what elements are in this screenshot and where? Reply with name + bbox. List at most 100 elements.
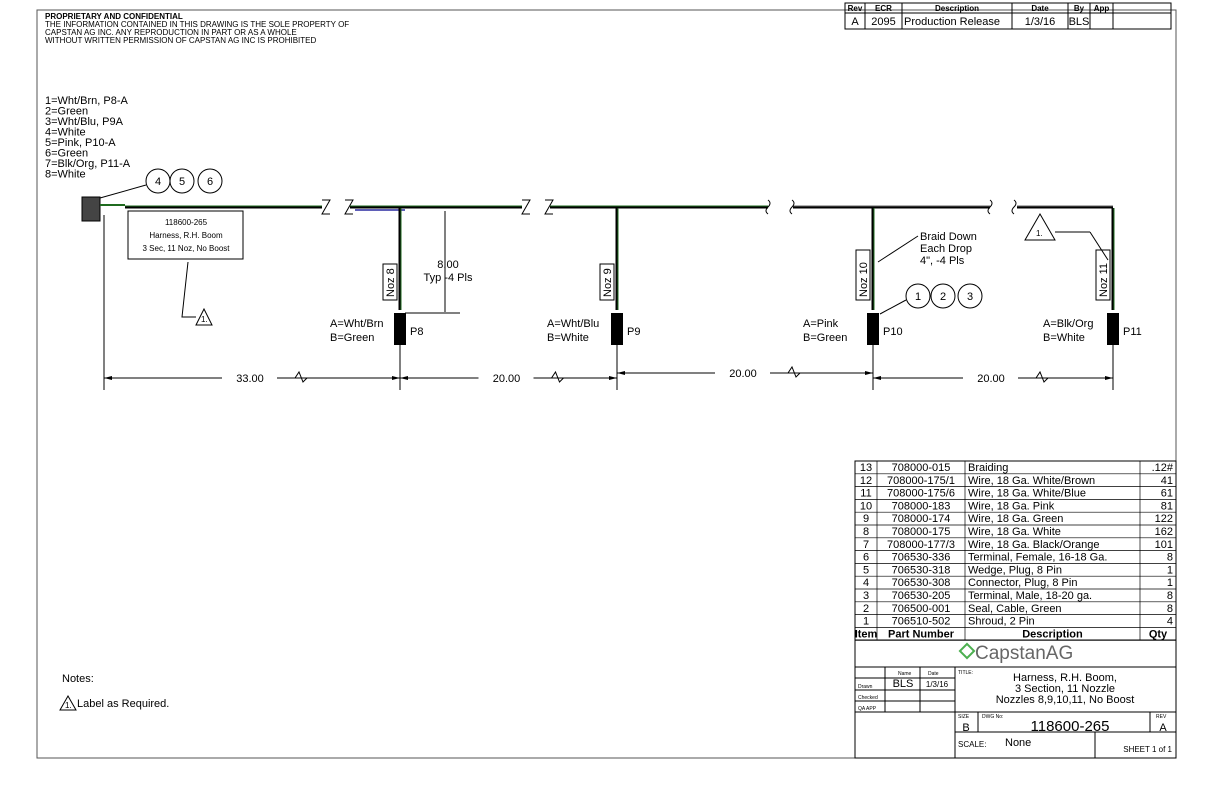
bom-header: Part Number — [888, 628, 955, 640]
bom-part: 706530-318 — [892, 564, 951, 576]
dim-break — [287, 370, 317, 383]
rev-cell: Production Release — [904, 16, 1000, 28]
dim-text: 20.00 — [493, 373, 521, 385]
item-balloon — [905, 283, 931, 309]
braid-note: Braid Down — [920, 231, 977, 243]
tb-label: SIZE — [958, 714, 970, 720]
bom-part: 708000-175/6 — [887, 488, 955, 500]
bom-desc: Seal, Cable, Green — [968, 603, 1062, 615]
header-line: THE INFORMATION CONTAINED IN THIS DRAWIN… — [45, 20, 349, 29]
break-mark — [544, 199, 554, 215]
pinout-item: 6=Green — [45, 148, 88, 160]
balloon-number: 1 — [915, 291, 921, 303]
plug-label: P11 — [1123, 326, 1142, 338]
bom-desc: Wire, 18 Ga. Green — [968, 513, 1063, 525]
dim-text: 8.00 — [437, 259, 458, 271]
dim-break — [1028, 370, 1058, 383]
pinout-item: 4=White — [45, 127, 86, 139]
noz-label-text: Noz 10 — [858, 262, 870, 297]
notes: Notes: 1. Label as Required. — [59, 673, 169, 711]
item-balloon — [930, 283, 956, 309]
bom-item: 1 — [863, 616, 869, 628]
pin-b-label: B=White — [547, 332, 589, 344]
line — [1089, 231, 1109, 261]
label-box-line: 3 Sec, 11 Noz, No Boost — [142, 244, 230, 253]
bom-part: 706530-308 — [892, 577, 951, 589]
drawing-title: Nozzles 8,9,10,11, No Boost — [996, 694, 1135, 706]
header-line: PROPRIETARY AND CONFIDENTIAL — [45, 12, 183, 21]
bom-part: 708000-174 — [892, 513, 951, 525]
bom-qty: 8 — [1167, 552, 1173, 564]
note-flag-icon — [195, 307, 213, 326]
bom-desc: Wire, 18 Ga. White/Blue — [968, 488, 1086, 500]
bom-part: 708000-177/3 — [887, 539, 955, 551]
plug-label: P10 — [883, 326, 903, 338]
pin-b-label: B=Green — [330, 332, 374, 344]
nozzle-plug — [611, 313, 623, 345]
bom-item: 10 — [860, 500, 872, 512]
break-mark — [765, 199, 795, 215]
bom-part: 708000-175/1 — [887, 475, 955, 487]
bom-desc: Connector, Plug, 8 Pin — [968, 577, 1077, 589]
nozzle-plug — [394, 313, 406, 345]
bom-header: Description — [1022, 628, 1083, 640]
tb-label: Drawn — [858, 684, 873, 690]
main-connector — [81, 196, 101, 222]
notes-title: Notes: — [62, 673, 94, 685]
bom-qty: 8 — [1167, 603, 1173, 615]
tb-frame — [854, 639, 1177, 759]
pinout-item: 7=Blk/Org, P11-A — [45, 158, 131, 170]
rev-header: Rev — [848, 4, 863, 13]
pinout-item: 5=Pink, P10-A — [45, 137, 116, 149]
bom-qty: 1 — [1167, 564, 1173, 576]
noz-label-box — [1095, 249, 1111, 301]
bom-qty: 81 — [1161, 500, 1173, 512]
bom-desc: Terminal, Female, 16-18 Ga. — [968, 552, 1107, 564]
note-flag-icon — [59, 694, 77, 711]
braid-note: Each Drop — [920, 243, 972, 255]
break-mark — [521, 199, 531, 215]
noz-label: Noz 11 — [1095, 249, 1111, 301]
noz-label: Noz 9 — [599, 263, 615, 301]
bom-part: 708000-015 — [892, 462, 951, 474]
bom-part: 706500-001 — [892, 603, 951, 615]
leader — [877, 235, 919, 263]
plug-label: P8 — [410, 326, 423, 338]
dim-text: 20.00 — [977, 373, 1005, 385]
bom-part: 708000-183 — [892, 500, 951, 512]
dim-break — [543, 370, 574, 383]
item-balloon — [169, 168, 195, 194]
plug-label: P9 — [627, 326, 640, 338]
arrow — [400, 376, 408, 380]
balloon-number: 6 — [207, 176, 213, 188]
item-balloon — [197, 168, 223, 194]
dwg-number: 118600-265 — [1031, 718, 1110, 735]
noz-label: Noz 10 — [855, 249, 871, 301]
bom-item: 8 — [863, 526, 869, 538]
confidential-header: PROPRIETARY AND CONFIDENTIAL THE INFORMA… — [45, 12, 349, 45]
tb-label: SCALE: — [958, 740, 986, 749]
bom-item: 6 — [863, 552, 869, 564]
bom-qty: .12# — [1152, 462, 1174, 474]
note-flag-number: 1. — [1036, 229, 1043, 238]
bom-qty: 4 — [1167, 616, 1173, 628]
balloon-number: 3 — [967, 291, 973, 303]
nozzle-plug — [1107, 313, 1119, 345]
sheet-number: SHEET 1 of 1 — [1123, 745, 1172, 754]
bom-qty: 8 — [1167, 590, 1173, 602]
arrow — [1105, 376, 1113, 380]
rev-frame — [844, 2, 1172, 30]
bom-item: 5 — [863, 564, 869, 576]
bom-desc: Wire, 18 Ga. Black/Orange — [968, 539, 1099, 551]
bom-item: 11 — [860, 488, 871, 500]
bom-desc: Terminal, Male, 18-20 ga. — [968, 590, 1092, 602]
dim-text: 20.00 — [729, 368, 757, 380]
noz-label: Noz 8 — [382, 263, 398, 301]
bom-item: 4 — [863, 577, 869, 589]
note-text: Label as Required. — [77, 698, 169, 710]
sheet-border — [36, 9, 1177, 759]
label-box-line: 118600-265 — [165, 218, 208, 227]
